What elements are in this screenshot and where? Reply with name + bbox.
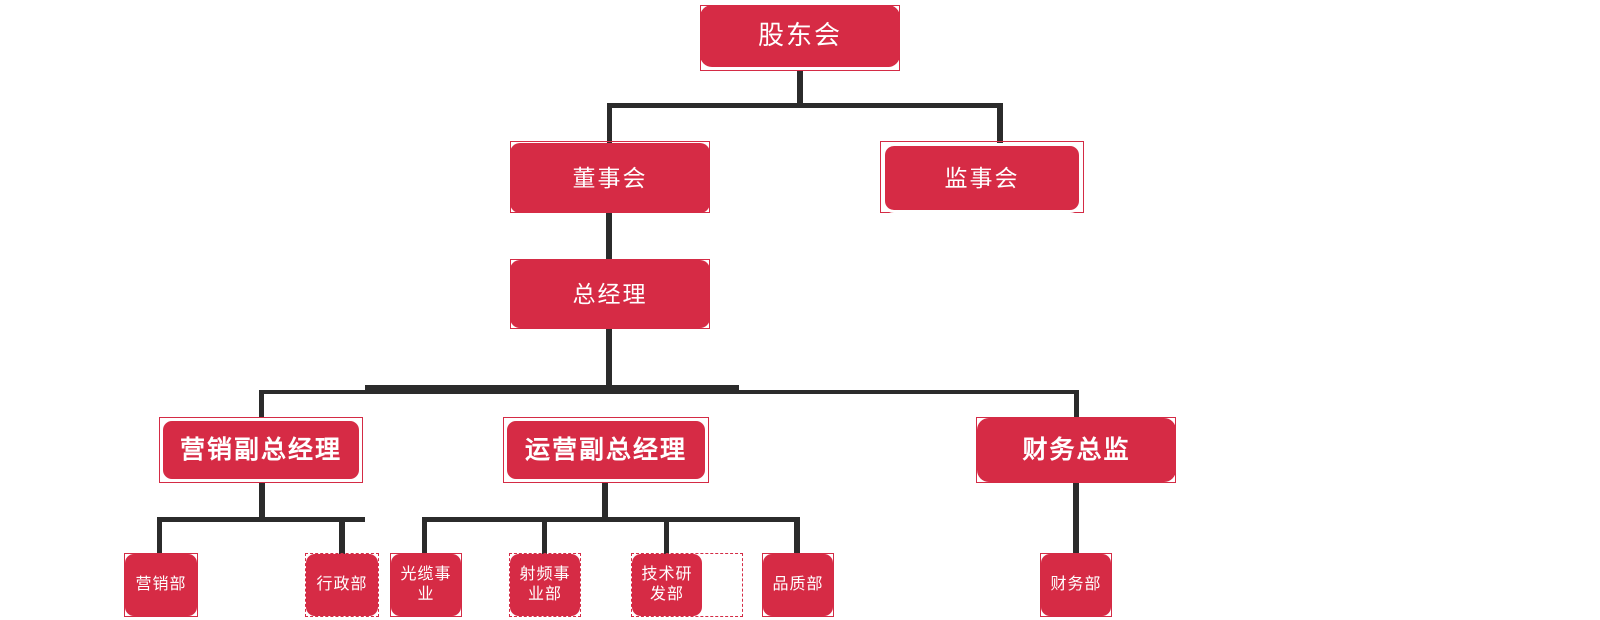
node-vp-ops-label: 运营副总经理	[524, 435, 687, 464]
connector-to-cfo	[1074, 390, 1079, 418]
node-dept-rf-label: 射频事业部	[519, 565, 571, 603]
node-dept-marketing-label: 营销部	[135, 575, 187, 593]
node-gm[interactable]: 总经理	[510, 260, 710, 328]
node-shareholders[interactable]: 股东会	[700, 5, 900, 67]
connector-vp-ops-stub	[602, 482, 608, 520]
node-dept-rf[interactable]: 射频事业部	[510, 554, 580, 616]
node-board-label: 董事会	[572, 164, 648, 191]
node-cfo-label: 财务总监	[1022, 435, 1131, 464]
connector-to-vp-marketing	[259, 390, 264, 418]
connector-board-to-gm	[606, 212, 612, 260]
node-board[interactable]: 董事会	[510, 143, 710, 213]
connector-vp-ops-bus	[422, 517, 800, 522]
connector-to-dept-admin	[339, 517, 345, 555]
node-dept-cable-label: 光缆事业	[400, 565, 452, 603]
node-dept-admin[interactable]: 行政部	[306, 554, 378, 616]
node-dept-finance[interactable]: 财务部	[1041, 554, 1111, 616]
connector-vp-marketing-stub	[259, 482, 265, 520]
node-dept-rnd-label: 技术研发部	[641, 565, 693, 603]
node-dept-marketing[interactable]: 营销部	[125, 554, 197, 616]
node-cfo[interactable]: 财务总监	[977, 418, 1176, 482]
connector-gm-bus-thick	[365, 385, 739, 391]
node-supervisors-label: 监事会	[944, 164, 1020, 191]
connector-to-dept-rnd	[664, 517, 669, 555]
node-dept-quality-label: 品质部	[772, 575, 824, 593]
connector-to-board	[607, 103, 612, 143]
connector-to-dept-quality	[794, 517, 800, 555]
node-dept-rnd[interactable]: 技术研发部	[632, 554, 702, 616]
node-vp-marketing[interactable]: 营销副总经理	[160, 418, 362, 482]
connector-shareholders-bus	[607, 103, 1003, 108]
connector-shareholders-stub	[797, 70, 803, 108]
connector-vp-marketing-bus	[157, 517, 365, 522]
connector-to-dept-rf	[542, 517, 547, 555]
connector-gm-stub	[606, 328, 612, 394]
connector-to-supervisors	[997, 103, 1003, 143]
node-gm-label: 总经理	[572, 280, 648, 307]
node-dept-admin-label: 行政部	[316, 575, 368, 593]
node-dept-cable[interactable]: 光缆事业	[391, 554, 461, 616]
node-vp-marketing-label: 营销副总经理	[179, 435, 342, 464]
node-dept-finance-label: 财务部	[1050, 575, 1102, 593]
connector-to-dept-marketing	[157, 517, 162, 555]
node-supervisors[interactable]: 监事会	[882, 143, 1082, 213]
node-vp-ops[interactable]: 运营副总经理	[504, 418, 708, 482]
connector-to-dept-cable	[422, 517, 427, 555]
node-dept-quality[interactable]: 品质部	[763, 554, 833, 616]
connector-gm-bus-thin	[262, 390, 1078, 394]
connector-cfo-to-dept-finance	[1073, 482, 1079, 555]
node-shareholders-label: 股东会	[757, 20, 842, 51]
